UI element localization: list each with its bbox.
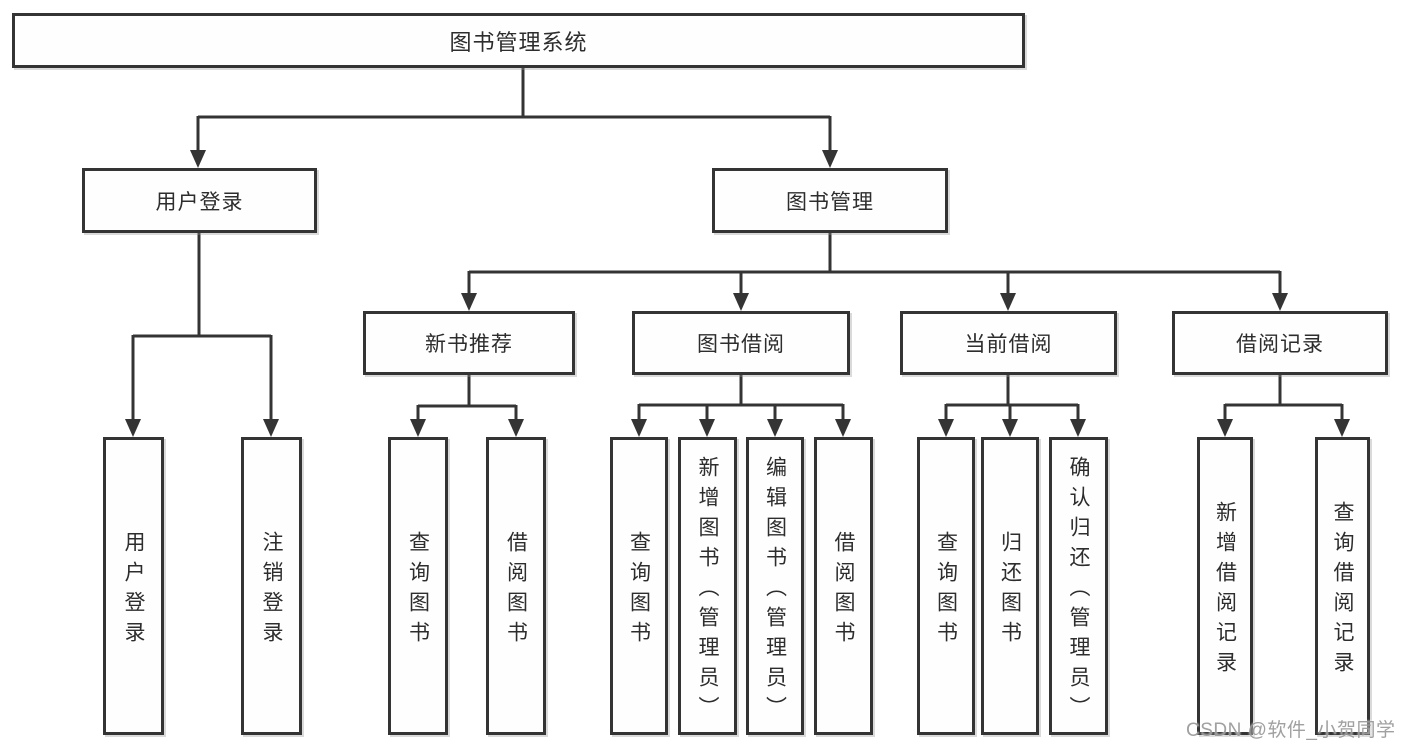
node-leaf-br-query-record: 查询借阅记录 bbox=[1315, 437, 1370, 735]
node-leaf-bb-query-book: 查询图书 bbox=[610, 437, 668, 735]
node-leaf-nb-query-book: 查询图书 bbox=[388, 437, 448, 735]
node-leaf-nb-borrow-book: 借阅图书 bbox=[486, 437, 546, 735]
node-new-book-recommend: 新书推荐 bbox=[363, 311, 575, 375]
node-leaf-cb-confirm-return-admin: 确认归还（管理员） bbox=[1049, 437, 1108, 735]
node-leaf-logout: 注销登录 bbox=[241, 437, 302, 735]
node-leaf-cb-return-book: 归还图书 bbox=[981, 437, 1039, 735]
node-root-system: 图书管理系统 bbox=[12, 13, 1025, 68]
node-leaf-user-login: 用户登录 bbox=[103, 437, 164, 735]
node-current-borrow: 当前借阅 bbox=[900, 311, 1117, 375]
node-leaf-br-add-record: 新增借阅记录 bbox=[1197, 437, 1253, 735]
node-user-login: 用户登录 bbox=[82, 168, 317, 233]
node-borrow-records: 借阅记录 bbox=[1172, 311, 1388, 375]
node-leaf-bb-add-book-admin: 新增图书（管理员） bbox=[678, 437, 737, 735]
csdn-watermark: CSDN @软件_小贺同学 bbox=[1186, 720, 1396, 741]
node-book-borrow: 图书借阅 bbox=[632, 311, 850, 375]
node-leaf-bb-edit-book-admin: 编辑图书（管理员） bbox=[746, 437, 804, 735]
node-book-management: 图书管理 bbox=[712, 168, 948, 233]
node-leaf-cb-query-book: 查询图书 bbox=[917, 437, 975, 735]
node-leaf-bb-borrow-book: 借阅图书 bbox=[814, 437, 873, 735]
